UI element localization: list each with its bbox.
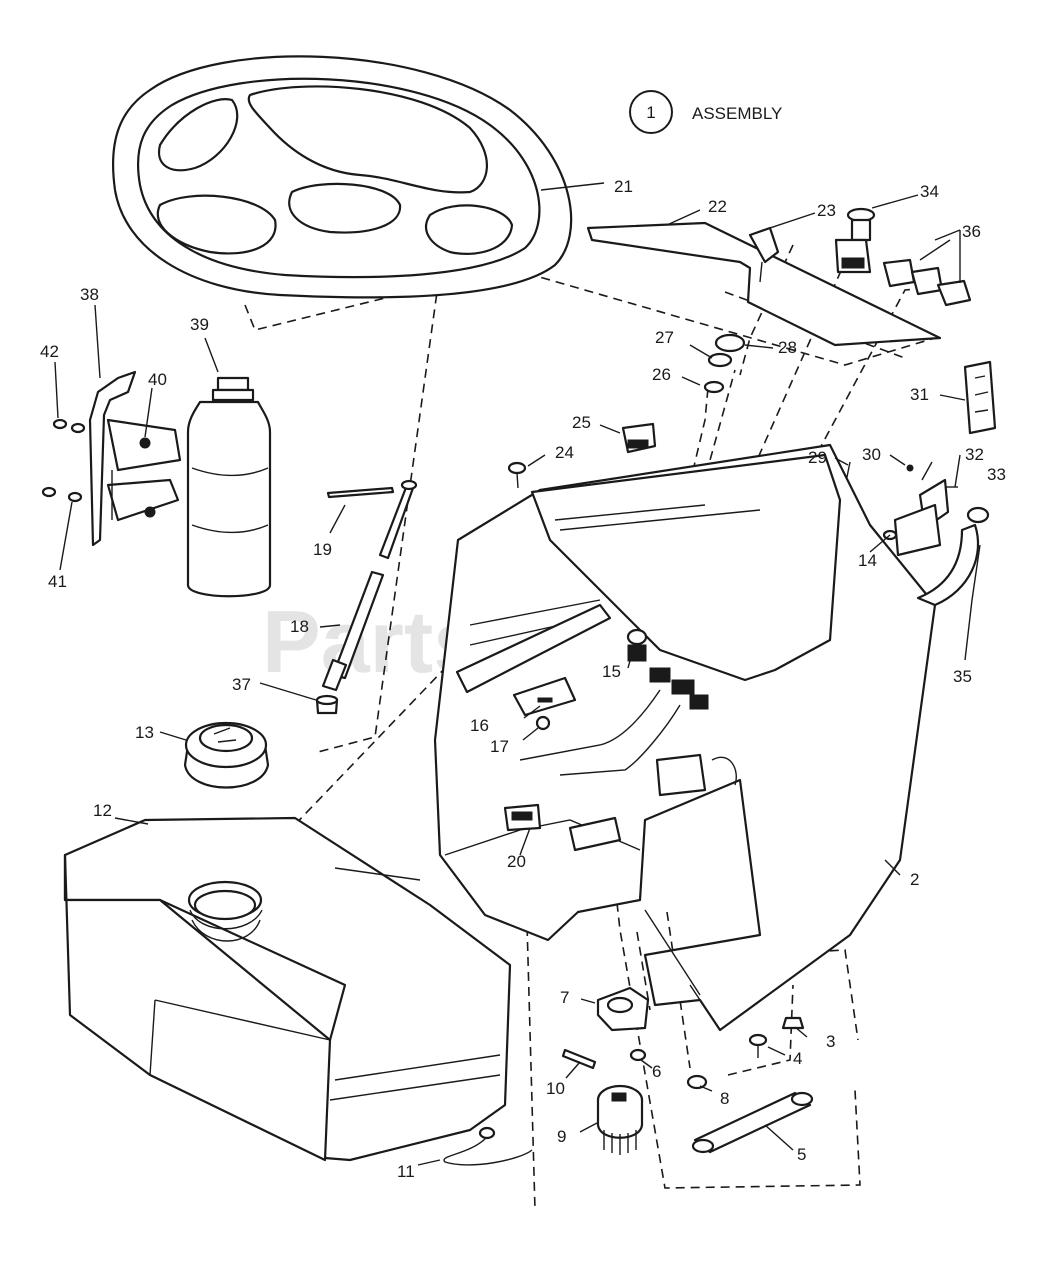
callout-28: 28 <box>778 338 797 357</box>
callout-16: 16 <box>470 716 489 735</box>
callout-38: 38 <box>80 285 99 304</box>
callout-9: 9 <box>557 1127 566 1146</box>
callout-4: 4 <box>793 1049 802 1068</box>
steering-wheel-21 <box>111 55 573 299</box>
bushing-37 <box>315 694 339 715</box>
callout-20: 20 <box>507 852 526 871</box>
fuel-cap-13 <box>183 721 270 789</box>
latch-31 <box>963 360 997 435</box>
callout-34: 34 <box>920 182 939 201</box>
callout-25: 25 <box>572 413 591 432</box>
callout-37: 37 <box>232 675 251 694</box>
callout-12: 12 <box>93 801 112 820</box>
callout-21: 21 <box>614 177 633 196</box>
clips-36 <box>882 258 972 307</box>
callout-42: 42 <box>40 342 59 361</box>
callout-26: 26 <box>652 365 671 384</box>
callout-15: 15 <box>602 662 621 681</box>
assembly-circle <box>629 90 673 134</box>
callout-2: 2 <box>910 870 919 889</box>
callout-41: 41 <box>48 572 67 591</box>
callout-14: 14 <box>858 551 877 570</box>
callout-17: 17 <box>490 737 509 756</box>
callout-labels: 2 3 4 5 6 7 8 9 10 11 12 13 14 15 16 17 … <box>40 177 1006 1181</box>
nut-27-28 <box>703 333 746 394</box>
callout-19: 19 <box>313 540 332 559</box>
dash-panel-2 <box>433 443 937 1032</box>
screw-29-30-33 <box>845 461 958 488</box>
leader-lines <box>54 182 981 1166</box>
callout-39: 39 <box>190 315 209 334</box>
bottle-39 <box>186 376 272 598</box>
callout-32: 32 <box>965 445 984 464</box>
assembly-legend: 1 ASSEMBLY <box>629 90 782 134</box>
lever-assembly <box>882 478 990 607</box>
small-hardware <box>629 1016 805 1090</box>
assembly-text: ASSEMBLY <box>692 104 782 123</box>
callout-29: 29 <box>808 448 827 467</box>
assembly-number: 1 <box>646 103 655 122</box>
dash-overlay-22 <box>586 221 942 347</box>
fuel-tank-12 <box>63 816 512 1162</box>
callout-8: 8 <box>720 1089 729 1108</box>
wire-11 <box>443 1126 533 1166</box>
callout-23: 23 <box>817 201 836 220</box>
callout-6: 6 <box>652 1062 661 1081</box>
steering-shaft-18 <box>321 479 418 692</box>
screw-24 <box>507 461 527 489</box>
callout-27: 27 <box>655 328 674 347</box>
callout-22: 22 <box>708 197 727 216</box>
bracket-5 <box>691 1091 814 1154</box>
callout-10: 10 <box>546 1079 565 1098</box>
callout-33: 33 <box>987 465 1006 484</box>
pin-10 <box>561 1048 597 1070</box>
callout-30: 30 <box>862 445 881 464</box>
switch-34 <box>834 207 876 274</box>
callout-35: 35 <box>953 667 972 686</box>
callout-3: 3 <box>826 1032 835 1051</box>
callout-36: 36 <box>962 222 981 241</box>
callout-5: 5 <box>797 1145 806 1164</box>
callout-40: 40 <box>148 370 167 389</box>
callout-13: 13 <box>135 723 154 742</box>
switch-7 <box>596 986 650 1032</box>
callout-31: 31 <box>910 385 929 404</box>
pin-19 <box>326 486 395 499</box>
relay-25 <box>621 422 657 454</box>
bottle-holder-38 <box>41 370 182 547</box>
callout-11: 11 <box>397 1162 415 1181</box>
callout-7: 7 <box>560 988 569 1007</box>
callout-18: 18 <box>290 617 309 636</box>
ignition-switch-9 <box>596 1084 644 1155</box>
callout-24: 24 <box>555 443 574 462</box>
